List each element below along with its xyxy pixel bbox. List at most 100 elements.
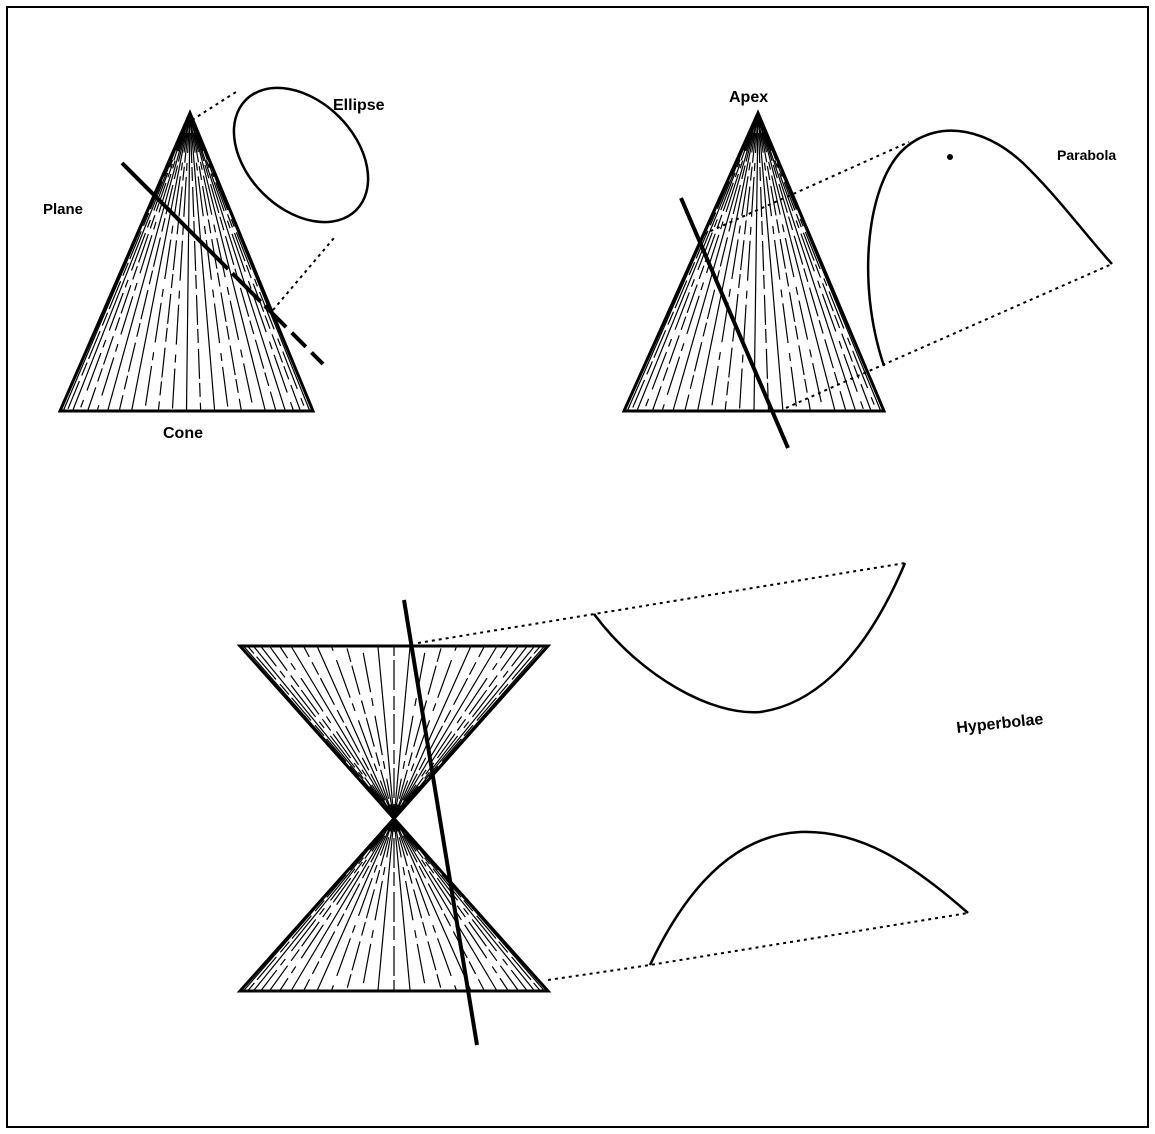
cone-shading-line [189,112,266,412]
cone-shading-line [330,817,395,992]
label-apex: Apex [729,89,768,106]
cone-shading-line [78,112,191,412]
cone-right-outline [621,109,887,413]
double-cone-outline [236,644,552,993]
cone-shading-line [144,112,191,412]
parabola-panel: Apex Parabola [621,89,1116,449]
ellipse-panel: Ellipse Plane Cone [43,86,385,442]
cone-shading-line [279,645,395,819]
ellipse-projection-lines [191,91,335,311]
cone-shading-line [757,112,857,412]
cone-shading-line [393,817,443,992]
cone-shading-line [757,112,770,412]
cone-shading-line [724,112,759,412]
cone-left-hatching [60,112,313,412]
cone-shading-line [753,112,759,412]
cone-shading-line [189,112,216,412]
cone-shading-line [393,817,427,992]
cone-shading-line [302,645,395,819]
cone-shading-line [316,817,395,992]
cone-shading-line [393,645,486,819]
label-cone: Cone [163,425,203,442]
hyperbola-projection-lines [417,562,969,981]
cone-shading-line [757,112,784,412]
cone-shading-line [189,112,202,412]
cone-shading-line [710,112,759,412]
cone-shading-line [131,112,191,412]
hyperbola-lower-branch [648,830,969,966]
cone-shading-line [643,112,759,412]
cone-right-hatching [624,112,884,412]
cone-left-outline [57,109,316,413]
cone-shading-line [757,112,865,412]
cone-shading-line [252,645,395,819]
cone-shading-line [157,112,191,412]
cone-shading-line [757,112,836,412]
cone-shading-line [268,817,395,992]
label-hyperbolae: Hyperbolae [956,711,1045,737]
cone-shading-line [377,645,395,819]
hyperbola-upper-branch [592,562,907,714]
cone-shading-line [316,645,395,819]
cone-shading-line [684,112,759,412]
cone-shading-line [651,112,759,412]
cone-shading-line [393,645,443,819]
cone-shading-line [393,817,458,992]
cone-shading-line [260,645,395,819]
cone-shading-line [636,112,759,412]
cone-shading-line [697,112,759,412]
cone-shading-line [268,645,395,819]
cone-shading-line [393,645,536,819]
cone-shading-line [757,112,811,412]
cone-shading-line [393,817,509,992]
cone-shading-line [393,645,498,819]
cone-shading-line [107,112,191,412]
cone-shading-line [279,817,395,992]
cone-shading-line [377,817,395,992]
cone-shading-line [393,817,528,992]
cone-shading-line [393,645,427,819]
cone-shading-line [393,645,509,819]
cone-shading-line [330,645,395,819]
cone-shading-line [189,112,277,412]
parabola-curve [866,129,1113,367]
cone-shading-line [393,817,472,992]
parabola-focus-dot [947,154,953,160]
cone-shading-line [260,817,395,992]
plane-line-left [120,161,325,366]
cone-shading-line [361,645,395,819]
cone-shading-line [189,112,302,412]
cone-shading-line [71,112,191,412]
figure-frame [6,6,1149,1128]
cone-shading-line [96,112,191,412]
cone-shading-line [345,645,395,819]
cone-shading-line [290,645,395,819]
cone-shading-line [87,112,191,412]
cone-shading-line [757,112,847,412]
cone-shading-line [302,817,395,992]
plane-line-right [679,197,790,449]
cone-shading-line [757,112,824,412]
cone-shading-line [345,817,395,992]
label-parabola: Parabola [1057,147,1116,163]
plane-line-hyperbola [402,599,479,1046]
parabola-projection-lines [703,141,1113,409]
cone-shading-line [738,112,759,412]
label-plane: Plane [43,201,83,218]
cone-shading-line [189,112,295,412]
cone-shading-line [393,817,520,992]
cone-shading-line [393,817,486,992]
cone-shading-line [189,112,242,412]
cone-shading-line [118,112,191,412]
cone-shading-line [185,112,191,412]
cone-shading-line [361,817,395,992]
cone-shading-line [672,112,759,412]
cone-shading-line [290,817,395,992]
cone-shading-line [393,645,411,819]
cone-shading-line [393,645,472,819]
cone-shading-line [171,112,191,412]
cone-shading-line [189,112,286,412]
cone-shading-line [393,645,520,819]
cone-shading-line [757,112,872,412]
